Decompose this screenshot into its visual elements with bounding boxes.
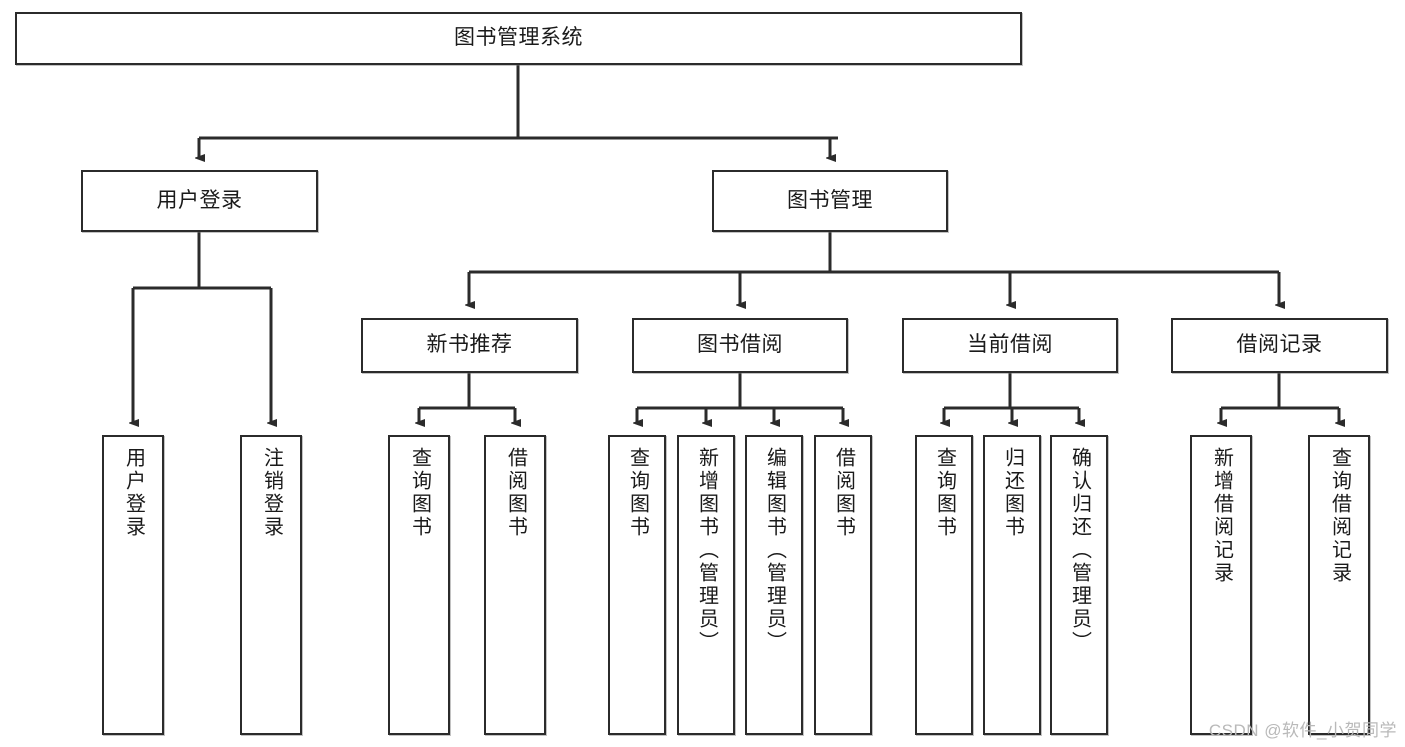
- node-borrow-record[interactable]: 借阅记录: [1171, 318, 1388, 373]
- node-leaf-query-book-1[interactable]: 查询图书: [388, 435, 450, 735]
- node-book-borrow-label: 图书借阅: [697, 333, 783, 357]
- node-leaf-borrow-book-1[interactable]: 借阅图书: [484, 435, 546, 735]
- node-user-login[interactable]: 用户登录: [81, 170, 318, 232]
- node-book-borrow[interactable]: 图书借阅: [632, 318, 848, 373]
- node-leaf-borrow-book-2-label: 借阅图书: [832, 447, 855, 539]
- node-leaf-borrow-book-2[interactable]: 借阅图书: [814, 435, 872, 735]
- node-leaf-query-book-2-label: 查询图书: [626, 447, 649, 539]
- node-leaf-add-record-label: 新增借阅记录: [1210, 447, 1233, 585]
- node-leaf-confirm-return[interactable]: 确认归还（管理员）: [1050, 435, 1108, 735]
- watermark: CSDN @软件_小贺同学: [1208, 721, 1397, 740]
- node-leaf-logout-label: 注销登录: [260, 447, 283, 539]
- node-leaf-query-record-label: 查询借阅记录: [1328, 447, 1351, 585]
- node-leaf-query-book-1-label: 查询图书: [408, 447, 431, 539]
- node-leaf-query-book-3-label: 查询图书: [933, 447, 956, 539]
- node-borrow-record-label: 借阅记录: [1236, 333, 1323, 357]
- node-leaf-query-book-3[interactable]: 查询图书: [915, 435, 973, 735]
- node-root-label: 图书管理系统: [454, 26, 583, 50]
- node-leaf-logout[interactable]: 注销登录: [240, 435, 302, 735]
- node-new-book-rec-label: 新书推荐: [426, 333, 513, 357]
- node-root[interactable]: 图书管理系统: [15, 12, 1022, 65]
- node-current-borrow-label: 当前借阅: [967, 333, 1053, 357]
- node-leaf-confirm-return-label: 确认归还（管理员）: [1068, 447, 1091, 654]
- node-book-manage[interactable]: 图书管理: [712, 170, 948, 232]
- node-user-login-label: 用户登录: [156, 188, 243, 212]
- node-leaf-return-book[interactable]: 归还图书: [983, 435, 1041, 735]
- node-leaf-borrow-book-1-label: 借阅图书: [504, 447, 527, 539]
- node-leaf-edit-book[interactable]: 编辑图书（管理员）: [745, 435, 803, 735]
- node-current-borrow[interactable]: 当前借阅: [902, 318, 1118, 373]
- node-leaf-add-book[interactable]: 新增图书（管理员）: [677, 435, 735, 735]
- node-leaf-query-record[interactable]: 查询借阅记录: [1308, 435, 1370, 735]
- node-leaf-return-book-label: 归还图书: [1001, 447, 1024, 539]
- node-leaf-edit-book-label: 编辑图书（管理员）: [763, 447, 786, 654]
- node-new-book-rec[interactable]: 新书推荐: [361, 318, 578, 373]
- node-leaf-user-login[interactable]: 用户登录: [102, 435, 164, 735]
- node-book-manage-label: 图书管理: [787, 188, 873, 212]
- node-leaf-query-book-2[interactable]: 查询图书: [608, 435, 666, 735]
- node-leaf-user-login-label: 用户登录: [122, 447, 145, 539]
- node-leaf-add-book-label: 新增图书（管理员）: [695, 447, 718, 654]
- node-leaf-add-record[interactable]: 新增借阅记录: [1190, 435, 1252, 735]
